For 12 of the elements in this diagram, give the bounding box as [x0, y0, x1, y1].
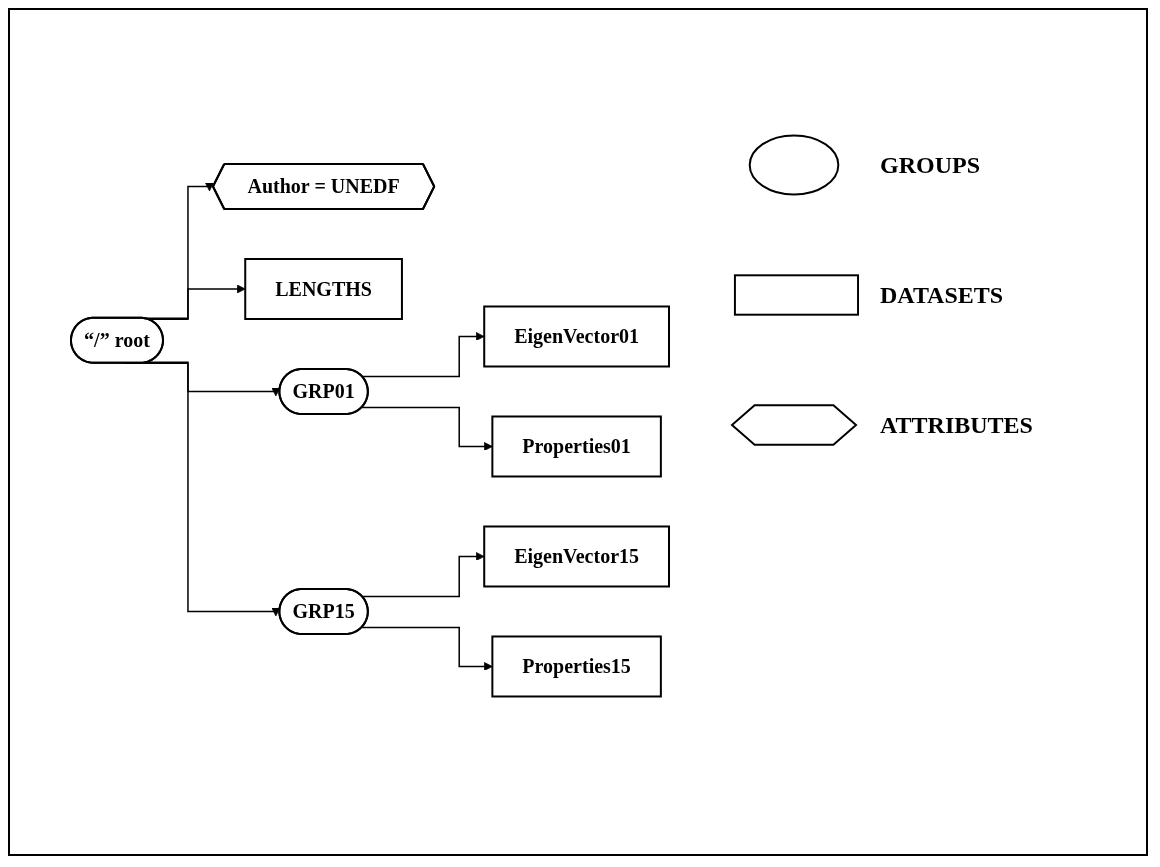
- arrow: [361, 406, 493, 451]
- arrow: [361, 331, 485, 378]
- node-box: EigenVector01: [483, 305, 670, 368]
- legend-text: DATASETS: [880, 281, 1004, 309]
- legend-text: GROUPS: [880, 151, 980, 179]
- node-box: Properties15: [491, 635, 662, 698]
- node-box: LENGTHS: [244, 257, 403, 320]
- arrow: [361, 626, 493, 671]
- node-box: Properties01: [491, 415, 662, 478]
- node-box: EigenVector15: [483, 525, 670, 588]
- arrow: [361, 551, 485, 598]
- legend-text: ATTRIBUTES: [880, 411, 1033, 439]
